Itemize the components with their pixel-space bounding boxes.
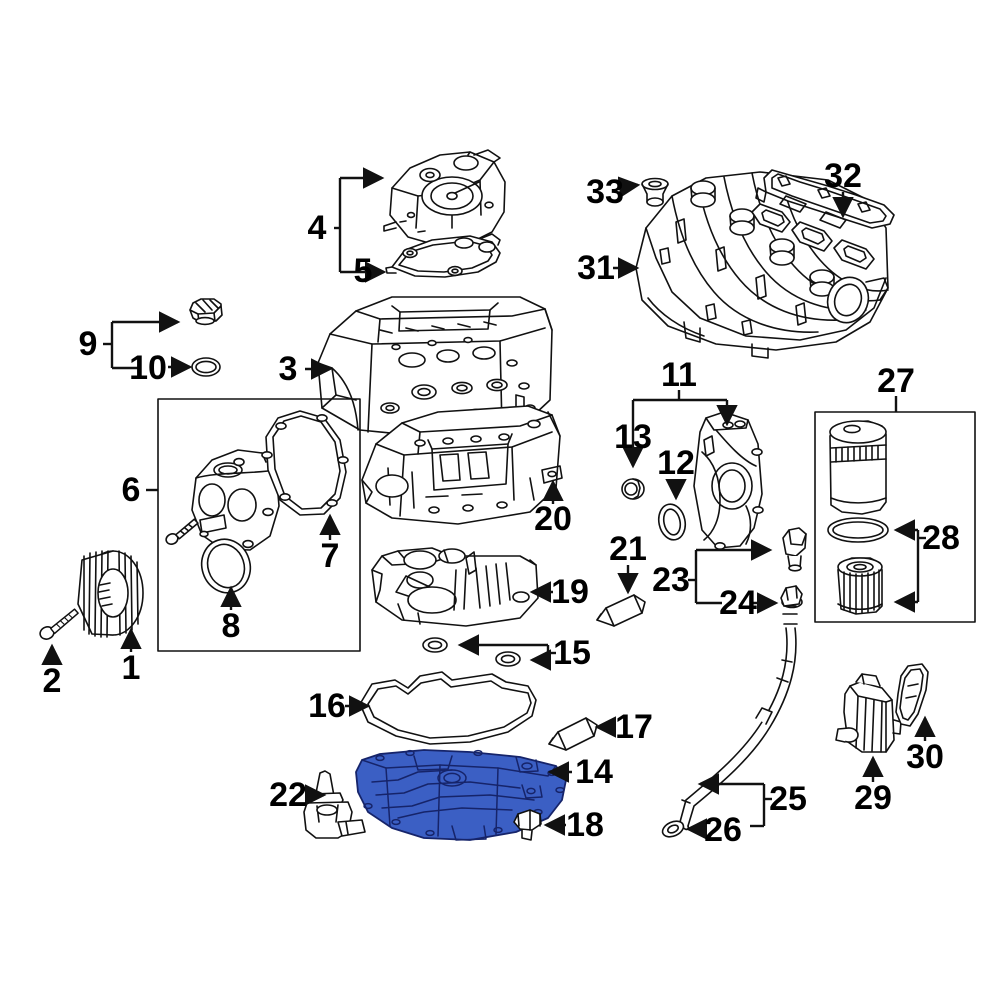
group-box-6	[157, 398, 361, 652]
callout-number-28[interactable]: 28	[922, 519, 960, 557]
part-6-timing-cover	[191, 449, 280, 551]
callout-number-19[interactable]: 19	[551, 573, 589, 611]
callout-number-5[interactable]: 5	[353, 252, 373, 290]
callout-number-8[interactable]: 8	[221, 607, 241, 645]
callout-number-23[interactable]: 23	[652, 561, 690, 599]
part-28-oil-filter-seal	[827, 517, 889, 543]
callout-number-24[interactable]: 24	[719, 584, 757, 622]
part-15-oil-pan-plug-seals	[422, 637, 521, 667]
callout-number-17[interactable]: 17	[615, 708, 653, 746]
part-10-filler-cap-seal	[191, 357, 221, 377]
part-22-oil-level-sensor	[303, 770, 366, 839]
part-19-oil-baffle	[371, 547, 539, 627]
callout-number-7[interactable]: 7	[320, 537, 340, 575]
callout-number-14[interactable]: 14	[575, 753, 613, 791]
callout-number-1[interactable]: 1	[121, 649, 141, 687]
callout-number-16[interactable]: 16	[308, 687, 346, 725]
part-12-front-crankshaft-seal	[657, 503, 687, 541]
callout-number-27[interactable]: 27	[877, 362, 915, 400]
part-13-camshaft-seal	[621, 478, 645, 500]
callout-number-31[interactable]: 31	[577, 249, 615, 287]
callout-number-20[interactable]: 20	[534, 500, 572, 538]
part-31-intake-manifold	[635, 171, 889, 359]
callout-number-33[interactable]: 33	[586, 173, 624, 211]
callout-number-2[interactable]: 2	[42, 662, 62, 700]
part-20-upper-oil-pan	[361, 405, 563, 525]
callout-number-10[interactable]: 10	[129, 349, 167, 387]
callout-number-4[interactable]: 4	[307, 209, 327, 247]
callout-number-29[interactable]: 29	[854, 779, 892, 817]
part-30-oil-cooler-gasket	[895, 663, 929, 727]
part-5-vacuum-pump-gasket	[385, 233, 501, 278]
part-6-bolt	[165, 518, 199, 545]
callout-number-32[interactable]: 32	[824, 157, 862, 195]
part-7-timing-cover-gasket	[261, 410, 349, 516]
callout-number-13[interactable]: 13	[614, 418, 652, 456]
part-33-grommet	[641, 177, 669, 207]
callout-number-26[interactable]: 26	[704, 811, 742, 849]
callout-number-11[interactable]: 11	[661, 356, 697, 394]
part-32-intake-manifold-gasket	[751, 169, 895, 270]
callout-number-25[interactable]: 25	[769, 780, 807, 818]
part-27-oil-filter-housing	[829, 420, 887, 515]
part-9-oil-filler-cap	[189, 298, 223, 326]
part-18-oil-drain-plug	[513, 809, 542, 841]
callout-leaders	[41, 167, 936, 840]
callout-number-9[interactable]: 9	[78, 325, 98, 363]
part-29-oil-cooler	[835, 673, 902, 753]
part-23-oil-pressure-switch	[782, 527, 807, 572]
callout-number-22[interactable]: 22	[269, 776, 307, 814]
callout-number-6[interactable]: 6	[121, 471, 141, 509]
part-4-vacuum-pump	[383, 149, 506, 255]
callout-number-30[interactable]: 30	[906, 738, 944, 776]
part-28-oil-filter-element	[837, 557, 883, 615]
callout-number-21[interactable]: 21	[609, 530, 647, 568]
part-11-front-engine-cover	[693, 411, 764, 550]
part-16-oil-pan-gasket	[359, 671, 537, 745]
callout-number-15[interactable]: 15	[553, 634, 591, 672]
part-21-sealant-tube	[596, 594, 646, 627]
part-3-valve-cover	[317, 296, 553, 438]
callout-number-3[interactable]: 3	[278, 350, 298, 388]
part-1-crankshaft-pulley	[77, 550, 144, 638]
part-14-oil-pan	[355, 749, 567, 841]
part-26-dipstick-tube-seal	[661, 820, 685, 838]
part-17-sealant-tube	[548, 717, 598, 751]
callout-number-12[interactable]: 12	[657, 444, 695, 482]
part-2-pulley-bolt	[35, 607, 84, 642]
callout-number-18[interactable]: 18	[566, 806, 604, 844]
